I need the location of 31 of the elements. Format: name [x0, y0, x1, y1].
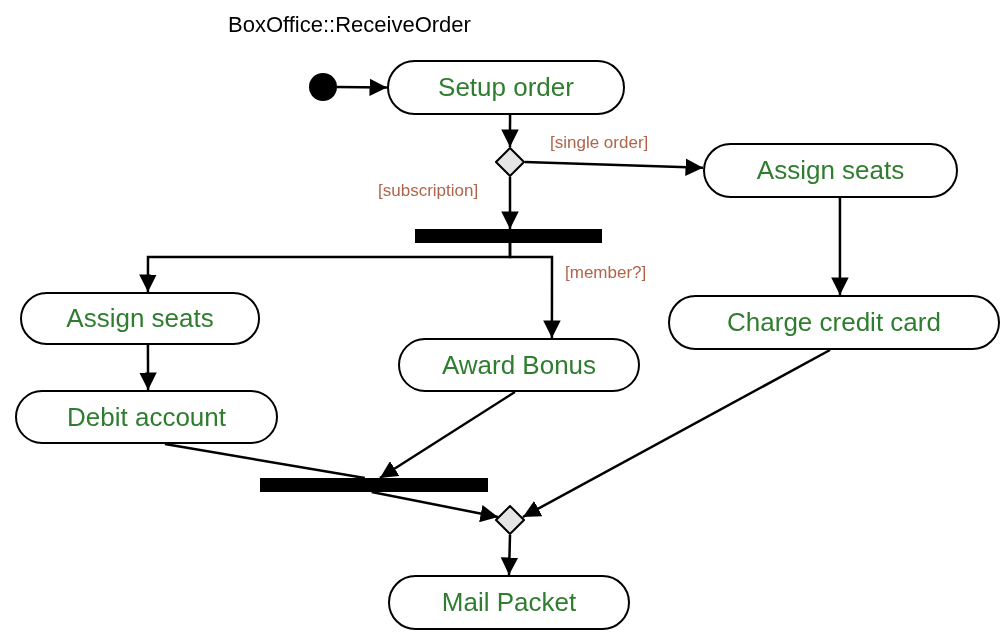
activity-node: [668, 295, 1000, 350]
arrow: [508, 243, 561, 338]
arrow: [524, 158, 704, 176]
activity-node: [388, 575, 630, 630]
arrow: [337, 78, 387, 97]
decision-diamond: [495, 505, 525, 535]
activity-label: Award Bonus: [441, 348, 597, 382]
arrow: [831, 198, 849, 295]
activity-node: [20, 292, 260, 345]
activity-label: Mail Packet: [441, 586, 577, 619]
activity-node: [15, 390, 278, 444]
activity-label: Setup order: [438, 71, 574, 104]
activity-label: Charge credit card: [727, 306, 941, 339]
arrow: [139, 345, 157, 390]
arrow: [379, 390, 516, 480]
arrow: [522, 348, 831, 519]
initial-node: [309, 73, 337, 101]
arrow: [371, 490, 499, 523]
sync-bar: [260, 478, 488, 492]
activity-node: [703, 143, 958, 198]
diagram-title: BoxOffice::ReceiveOrder: [228, 11, 471, 39]
activity-label: Assign seats: [66, 302, 214, 335]
arrow: [501, 177, 519, 229]
activity-node: [398, 338, 640, 392]
arrow: [500, 534, 519, 576]
decision-diamond: [495, 147, 525, 177]
arrow: [501, 115, 519, 147]
activity-node: [387, 60, 625, 115]
sync-bar: [415, 229, 602, 243]
activity-label: Debit account: [67, 400, 226, 434]
activity-label: Assign seats: [756, 154, 905, 187]
